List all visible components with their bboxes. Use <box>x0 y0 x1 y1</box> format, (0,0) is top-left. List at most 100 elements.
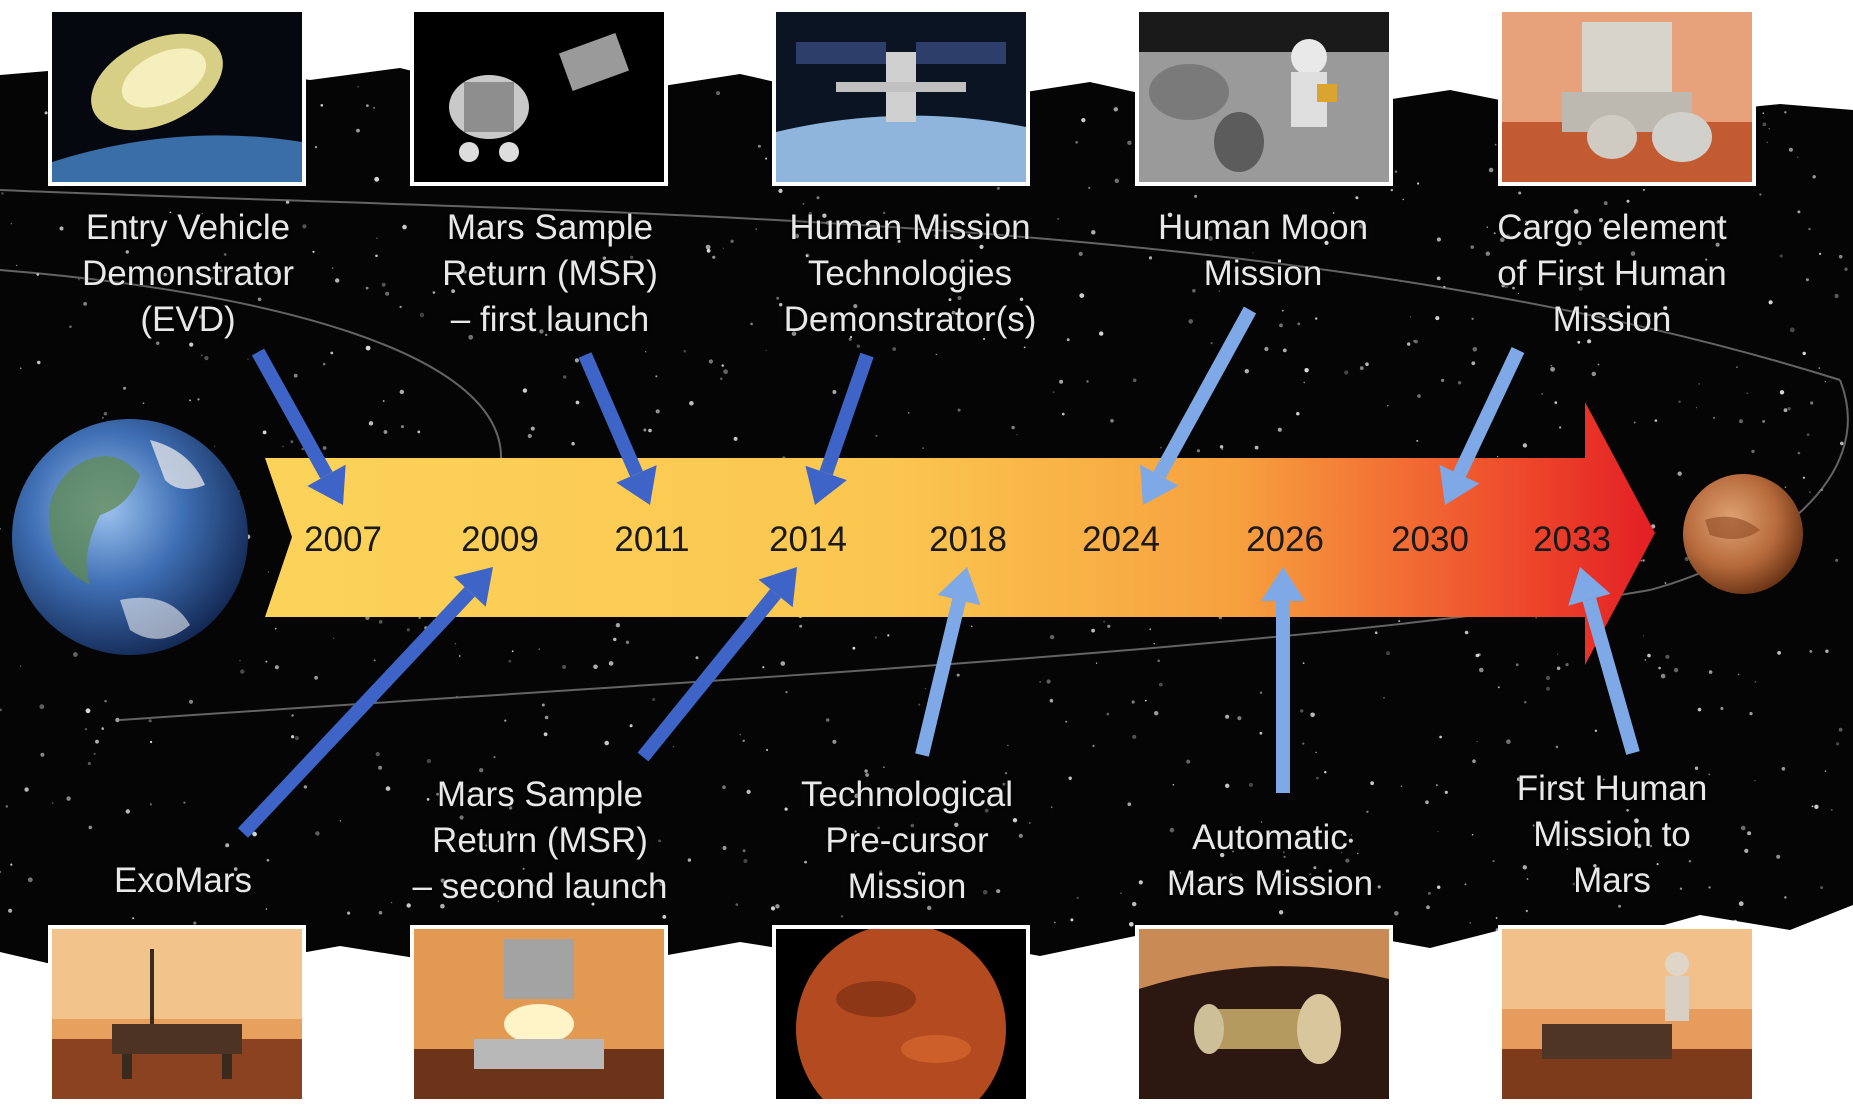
star <box>1739 419 1743 424</box>
star <box>1313 866 1317 870</box>
mars-orbiter-image <box>1135 925 1393 1103</box>
star <box>1766 141 1769 144</box>
star <box>1471 833 1474 836</box>
star <box>652 698 656 701</box>
star <box>1348 838 1353 843</box>
star <box>406 903 411 908</box>
star <box>1095 662 1098 664</box>
star <box>856 344 860 348</box>
star <box>799 624 803 628</box>
star <box>366 104 369 107</box>
star <box>1016 434 1018 436</box>
star <box>1649 844 1653 848</box>
star <box>545 333 548 337</box>
star <box>1634 818 1639 824</box>
star <box>1302 662 1305 664</box>
star <box>1439 735 1442 739</box>
year-label: 2007 <box>304 520 382 559</box>
star <box>538 648 540 650</box>
star <box>1708 886 1711 889</box>
star <box>1437 885 1441 889</box>
star <box>1054 921 1056 924</box>
earth-icon <box>12 419 248 655</box>
star <box>252 831 257 837</box>
star <box>927 905 932 911</box>
star <box>1254 445 1259 450</box>
star <box>1524 701 1527 704</box>
star <box>1471 317 1474 320</box>
star <box>882 211 886 215</box>
star <box>982 889 988 895</box>
milestone-arrow <box>251 348 346 505</box>
star <box>102 417 104 419</box>
star <box>497 900 499 902</box>
star <box>432 291 436 294</box>
star <box>1344 370 1349 375</box>
star <box>605 894 609 898</box>
star <box>1106 712 1110 716</box>
star <box>825 718 830 722</box>
star <box>1591 371 1597 377</box>
star <box>1558 276 1561 280</box>
star <box>1394 170 1398 173</box>
star <box>419 312 425 318</box>
star <box>864 769 868 773</box>
star <box>765 349 767 351</box>
star <box>1476 740 1478 743</box>
star <box>1407 342 1411 346</box>
star <box>1387 404 1389 407</box>
star <box>44 111 48 115</box>
star <box>924 687 926 690</box>
star <box>10 863 13 866</box>
star <box>1169 827 1175 833</box>
mars-icon <box>1683 474 1803 594</box>
star <box>1158 682 1163 687</box>
star <box>1283 851 1285 854</box>
star <box>1664 582 1667 584</box>
star <box>874 636 878 639</box>
star <box>1658 666 1661 670</box>
star <box>1736 366 1738 368</box>
star <box>314 675 318 680</box>
star <box>1472 347 1478 352</box>
star <box>450 221 454 224</box>
star <box>776 296 780 300</box>
timeline-band <box>265 402 1655 665</box>
star <box>1656 863 1659 866</box>
star <box>979 244 984 249</box>
star <box>210 226 213 229</box>
star <box>1602 778 1605 781</box>
star <box>1776 854 1781 859</box>
star <box>712 255 716 259</box>
star <box>1663 306 1668 311</box>
star <box>1120 892 1122 895</box>
star <box>1697 707 1702 712</box>
star <box>934 234 937 237</box>
star <box>322 446 327 450</box>
star <box>1535 616 1537 619</box>
star <box>1068 776 1072 780</box>
star <box>220 269 223 272</box>
star <box>1802 476 1805 479</box>
star <box>1437 79 1443 85</box>
star <box>1417 182 1420 185</box>
star <box>887 634 890 637</box>
star <box>333 637 335 639</box>
star <box>1398 620 1401 623</box>
star <box>1050 806 1053 809</box>
sample-return-orbiter-image <box>410 8 668 186</box>
star <box>735 903 739 906</box>
star <box>1713 416 1716 419</box>
star <box>156 341 160 345</box>
star <box>1316 776 1319 780</box>
star <box>708 359 714 364</box>
star <box>579 230 583 234</box>
star <box>1797 210 1801 214</box>
star <box>375 752 380 757</box>
star <box>1365 362 1369 367</box>
star <box>1812 175 1816 179</box>
star <box>1189 883 1194 888</box>
star <box>1754 780 1756 782</box>
star <box>630 234 633 238</box>
star <box>1598 218 1604 223</box>
